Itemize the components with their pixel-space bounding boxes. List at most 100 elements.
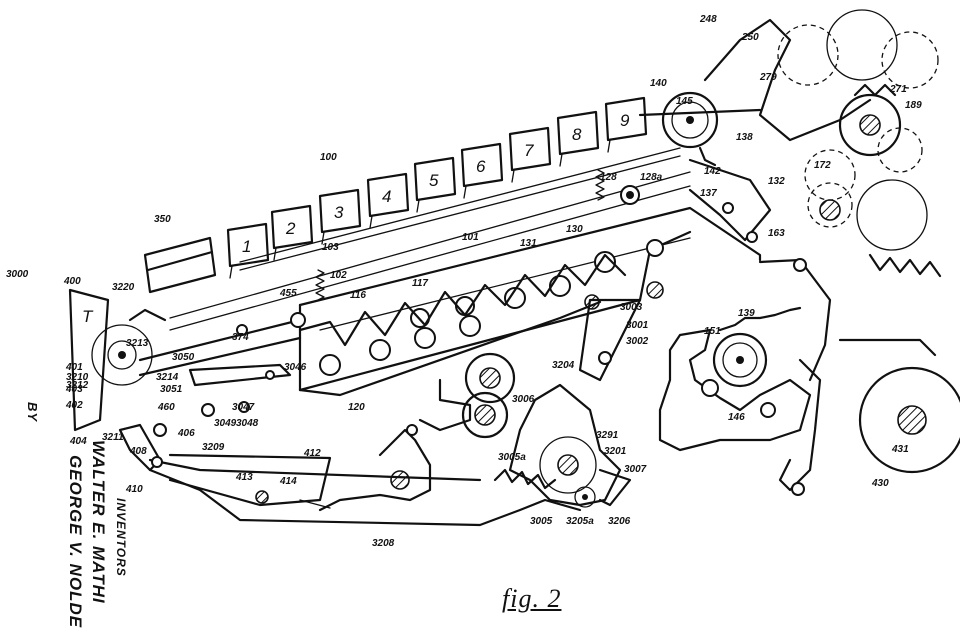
ref-172: 172 [814, 160, 831, 171]
ref-374: 374 [232, 332, 249, 343]
ref-404: 404 [69, 436, 87, 447]
ref-3046: 3046 [284, 362, 307, 373]
key-label-7: 7 [524, 141, 534, 160]
ref-350: 350 [154, 214, 171, 225]
ref-430: 430 [871, 478, 889, 489]
gear-151 [578, 294, 802, 388]
key-9: 9 [604, 96, 648, 153]
ref-3006: 3006 [512, 394, 535, 405]
frame-plate [169, 147, 762, 397]
ref-3220: 3220 [112, 282, 135, 293]
ref-3005: 3005 [530, 516, 553, 527]
ref-3291: 3291 [596, 430, 619, 441]
springs [315, 169, 605, 301]
ref-408: 408 [129, 446, 147, 457]
key-T: T [82, 307, 94, 326]
link-3050 [188, 312, 306, 417]
ref-3208: 3208 [372, 538, 395, 549]
key-4: 4 [366, 172, 410, 229]
by-label: BY [25, 402, 40, 423]
ref-3210: 3210 [66, 372, 89, 383]
ref-402: 402 [65, 400, 83, 411]
ref-138: 138 [736, 132, 753, 143]
ref-3214: 3214 [156, 372, 179, 383]
ref-455: 455 [279, 288, 297, 299]
upper-right-gears [703, 9, 942, 278]
ref-3212: 3212 [66, 380, 89, 391]
ref-145: 145 [676, 96, 693, 107]
key-2: 2 [270, 204, 314, 261]
ref-400: 400 [63, 276, 81, 287]
inventors-heading: INVENTORS [114, 498, 128, 577]
ref-101: 101 [462, 232, 479, 243]
ref-412: 412 [303, 448, 321, 459]
ref-103: 103 [322, 242, 339, 253]
ref-3050: 3050 [172, 352, 195, 363]
gear-140 [638, 91, 762, 167]
ref-271: 271 [889, 84, 907, 95]
ref-3051: 3051 [160, 384, 183, 395]
ref-3002: 3002 [626, 336, 649, 347]
key-3: 3 [318, 188, 362, 245]
key-row [143, 236, 217, 294]
ref-413: 413 [235, 472, 253, 483]
left-mechanism [68, 288, 302, 472]
ref-128: 128 [600, 172, 617, 183]
ref-100: 100 [320, 152, 337, 163]
ref-140: 140 [650, 78, 667, 89]
key-7: 7 [508, 126, 552, 183]
ref-3209: 3209 [202, 442, 225, 453]
key-6: 6 [460, 142, 504, 199]
ref-3048: 3048 [236, 418, 259, 429]
key-label-9: 9 [620, 111, 630, 130]
ref-3003: 3003 [620, 302, 643, 313]
ref-102: 102 [330, 270, 347, 281]
ref-3211: 3211 [102, 432, 124, 443]
wheel-430 [838, 338, 960, 474]
ref-132: 132 [768, 176, 785, 187]
inventor-name-2: GEORGE V. NOLDE [66, 455, 85, 629]
ref-403: 403 [65, 384, 83, 395]
inventor-name-1: WALTER E. MATHI [89, 440, 108, 604]
ref-279: 279 [759, 72, 777, 83]
bar-3208 [148, 458, 632, 527]
ref-410: 410 [125, 484, 143, 495]
ref-3049: 3049 [214, 418, 237, 429]
ref-3001: 3001 [626, 320, 649, 331]
ref-3201: 3201 [604, 446, 627, 457]
ref-414: 414 [279, 476, 297, 487]
ref-131: 131 [520, 238, 537, 249]
ref-401: 401 [65, 362, 83, 373]
key-1: 1 [226, 222, 270, 279]
ref-189: 189 [905, 100, 922, 111]
key-label-2: 2 [285, 219, 296, 238]
ref-128a: 128a [640, 172, 663, 183]
key-label-3: 3 [334, 203, 344, 222]
key-label-6: 6 [476, 157, 486, 176]
ref-3213: 3213 [126, 338, 149, 349]
key-label-1: 1 [242, 237, 251, 256]
ref-3047: 3047 [232, 402, 255, 413]
bellcrank-center [299, 424, 432, 512]
ref-151: 151 [704, 326, 721, 337]
ref-116: 116 [350, 290, 366, 301]
ref-137: 137 [700, 188, 717, 199]
ref-248: 248 [699, 14, 717, 25]
plate-412 [168, 453, 332, 507]
ref-3206: 3206 [608, 516, 631, 527]
ref-3005a: 3005a [498, 452, 526, 463]
cams-3204 [418, 352, 516, 439]
ref-142: 142 [704, 166, 721, 177]
ref-3000: 3000 [6, 269, 29, 280]
key-8: 8 [556, 110, 600, 167]
ref-406: 406 [177, 428, 195, 439]
bracket-146 [646, 258, 832, 496]
ref-460: 460 [157, 402, 175, 413]
ref-163: 163 [768, 228, 785, 239]
ref-3205a: 3205a [566, 516, 594, 527]
key-label-T: T [82, 307, 94, 326]
